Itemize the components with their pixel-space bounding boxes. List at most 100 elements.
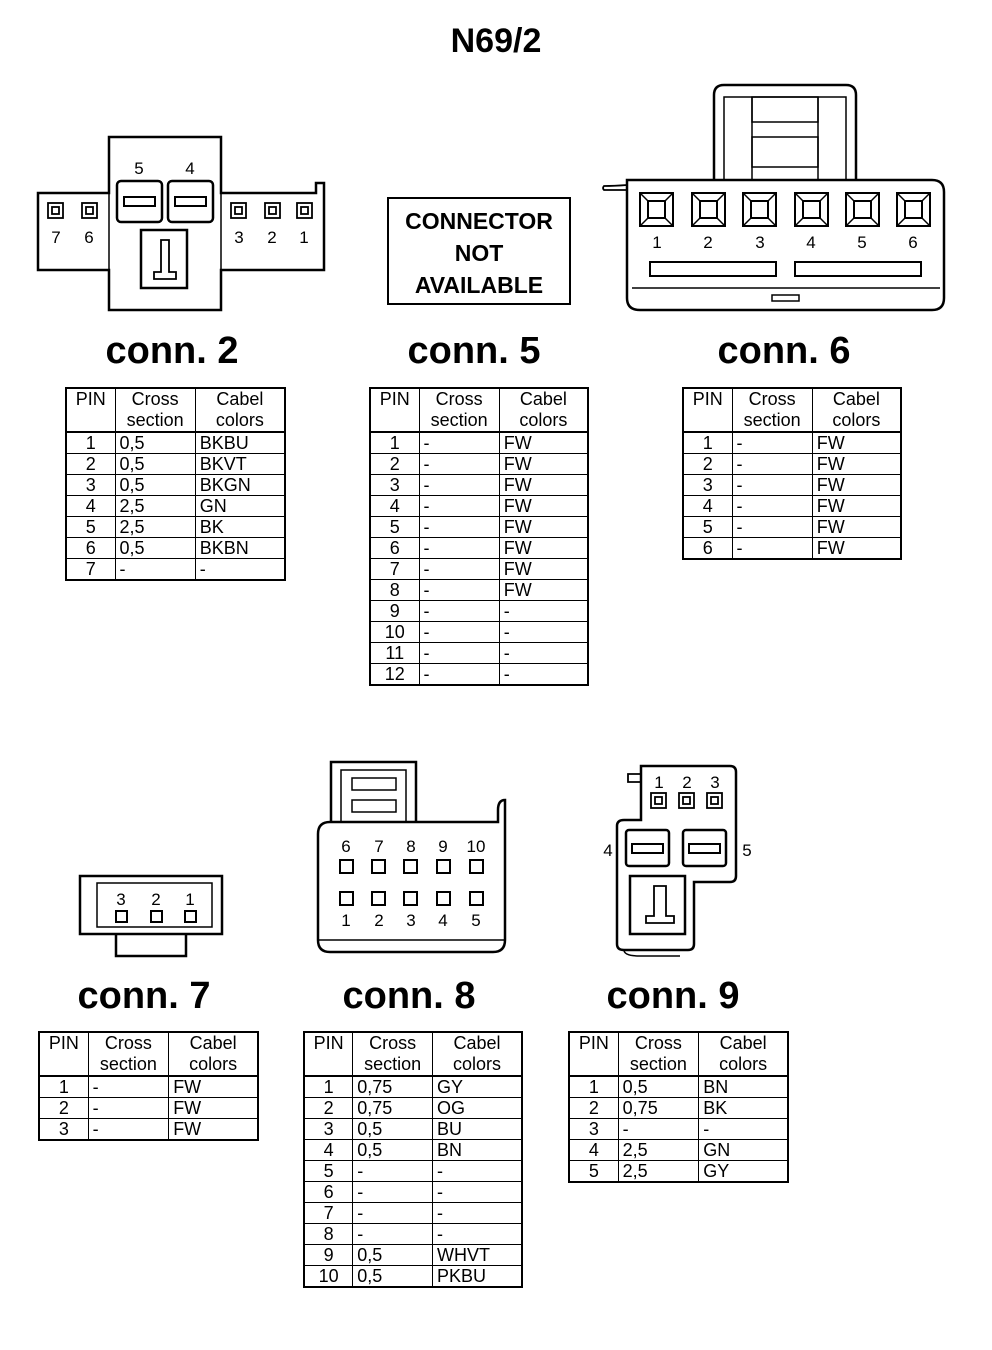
conn-2-pin-label: 7 [51,228,60,247]
conn-6-pin-label: 1 [652,233,661,252]
pin-cell: 6 [682,537,733,560]
pin-header: PIN [65,387,116,433]
table-row: 5-FW [682,516,902,538]
cross-section-header: Cross section [731,387,813,433]
pin-cell: 2 [303,1097,354,1119]
cross-section-cell: - [731,431,813,454]
cable-color-cell: BKGN [194,474,286,496]
cable-color-cell: BU [432,1118,523,1140]
pin-cell: 7 [369,558,420,580]
pin-header: PIN [38,1031,89,1077]
pin-cell: 2 [65,453,116,475]
pin-cell: 11 [369,642,420,664]
cable-color-cell: FW [498,495,589,517]
conn-7-pin-squares [115,910,197,923]
cross-section-cell: - [731,516,813,538]
conn-8-pin-squares [339,859,484,906]
cable-color-cell: FW [498,558,589,580]
cross-section-cell: 0,75 [352,1075,434,1098]
pin-cell: 3 [568,1118,619,1140]
conn-6-pin-label: 4 [806,233,815,252]
cross-section-cell: 0,75 [617,1097,700,1119]
cable-color-cell: - [498,600,589,622]
table-row: 9-- [369,600,589,622]
pin-cell: 1 [65,431,116,454]
cable-color-cell: - [432,1181,523,1203]
cable-colors-header: Cabel colors [432,1031,523,1077]
pin-cell: 1 [303,1075,354,1098]
table-row: 1-FW [369,431,589,454]
cable-color-cell: FW [498,453,589,475]
cross-section-cell: 0,5 [114,474,196,496]
cable-color-cell: - [432,1223,523,1245]
pin-cell: 2 [369,453,420,475]
cross-section-cell: - [418,431,500,454]
conn-9-pin-label: 4 [603,841,612,860]
cross-section-cell: - [418,642,500,664]
conn-9-pin-label: 5 [742,841,751,860]
pin-cell: 4 [65,495,116,517]
cross-section-cell: - [731,537,813,560]
pin-cell: 1 [682,431,733,454]
pin-cell: 9 [369,600,420,622]
pin-cell: 5 [369,516,420,538]
conn-2-pin-label: 2 [267,228,276,247]
cross-section-cell: - [617,1118,700,1140]
pin-cell: 3 [682,474,733,496]
cable-colors-header: Cabel colors [811,387,902,433]
cross-section-cell: - [87,1118,170,1141]
conn-2-label: conn. 2 [105,330,239,372]
table-row: 10-- [369,621,589,643]
cable-color-cell: FW [168,1075,259,1098]
cross-section-cell: 2,5 [617,1160,700,1183]
cable-color-cell: - [498,642,589,664]
connector-not-available-box: CONNECTOR NOT AVAILABLE [387,197,571,305]
conn-6-label: conn. 6 [717,330,851,372]
pin-cell: 2 [568,1097,619,1119]
pin-cell: 3 [65,474,116,496]
pin-cell: 1 [369,431,420,454]
cable-colors-header: Cabel colors [168,1031,259,1077]
conn-8-pin-label: 10 [467,837,486,856]
cable-color-cell: BKBN [194,537,286,559]
cable-color-cell: FW [498,516,589,538]
cross-section-cell: 0,5 [114,537,196,559]
conn-2-pin-label: 3 [234,228,243,247]
conn-7-pin-label: 3 [116,890,125,909]
table-row: 2-FW [682,453,902,475]
cable-color-cell: FW [498,431,589,454]
table-row: 7-- [65,558,286,581]
pin-cell: 4 [369,495,420,517]
conn-8-pin-label: 7 [374,837,383,856]
table-row: 2-FW [38,1097,259,1119]
cross-section-cell: - [418,621,500,643]
cross-section-cell: 0,5 [114,453,196,475]
conn-2-pin-label: 4 [185,159,194,178]
pin-cell: 10 [369,621,420,643]
table-row: 8-FW [369,579,589,601]
table-row: 3-FW [38,1118,259,1141]
table-row: 5-- [303,1160,523,1182]
cross-section-cell: 0,5 [617,1075,700,1098]
cross-section-cell: 0,5 [352,1139,434,1161]
cable-color-cell: FW [811,495,902,517]
conn-6-pin-label: 2 [703,233,712,252]
cable-color-cell: FW [498,579,589,601]
cable-color-cell: FW [811,516,902,538]
cable-color-cell: - [432,1160,523,1182]
cable-color-cell: GY [698,1160,789,1183]
table-row: 12-- [369,663,589,686]
cable-colors-header: Cabel colors [194,387,286,433]
